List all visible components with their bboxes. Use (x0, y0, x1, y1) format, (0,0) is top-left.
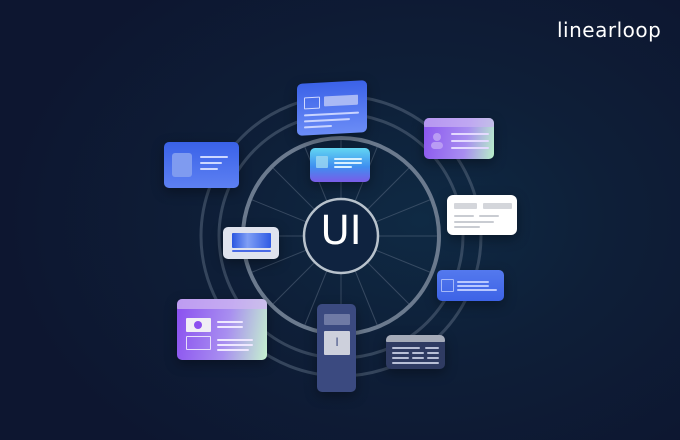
bottom-table-card (386, 335, 445, 369)
right-profile-card (424, 118, 494, 159)
left-image-card (164, 142, 239, 188)
user-icon (433, 133, 441, 141)
bottom-tall-card: I (317, 304, 356, 392)
ui-hub-label: UI (320, 208, 362, 254)
left-banner-card (223, 227, 279, 259)
right-blue-card (437, 270, 504, 301)
image-icon (172, 153, 192, 177)
tile-label: I (335, 335, 339, 349)
bottom-left-profile-card (177, 299, 267, 360)
inner-gradient-card (310, 148, 370, 182)
linearloop-logo: linearloop (557, 18, 662, 42)
top-blue-card (297, 80, 367, 136)
avatar-icon (194, 321, 202, 329)
right-white-card (447, 195, 517, 235)
